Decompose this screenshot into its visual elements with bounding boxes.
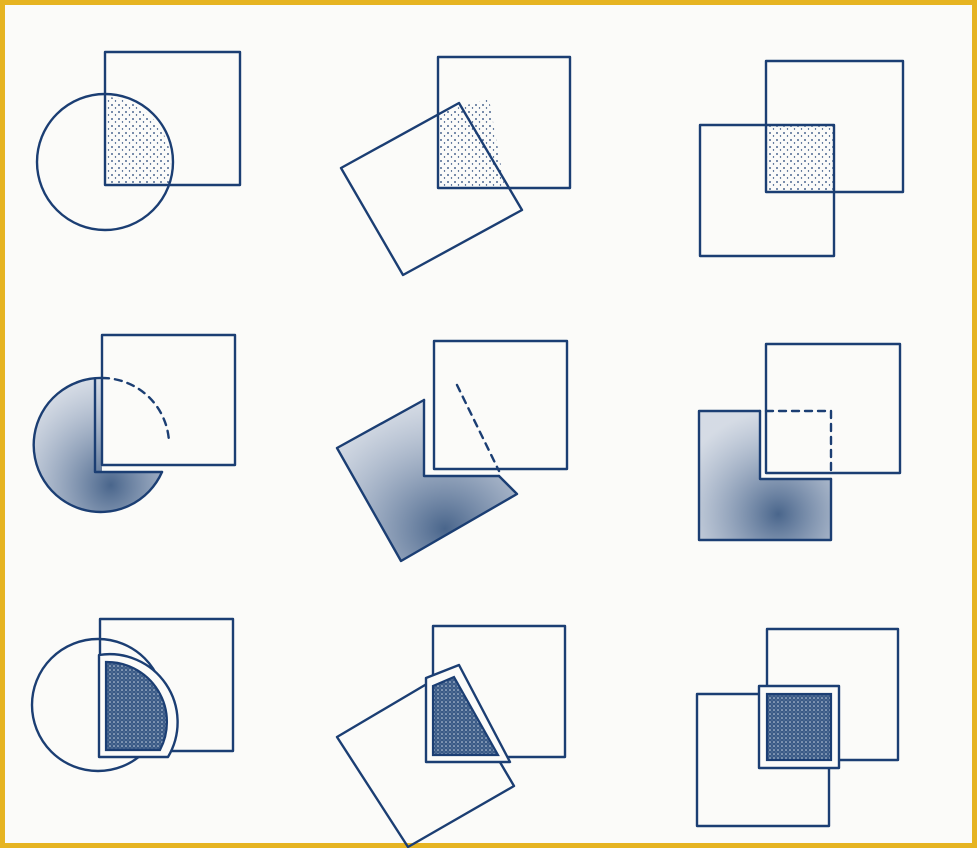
sketch-paper [5,5,972,843]
squares-overlap-fill [767,694,831,760]
squares-overlap-fill [766,126,834,192]
